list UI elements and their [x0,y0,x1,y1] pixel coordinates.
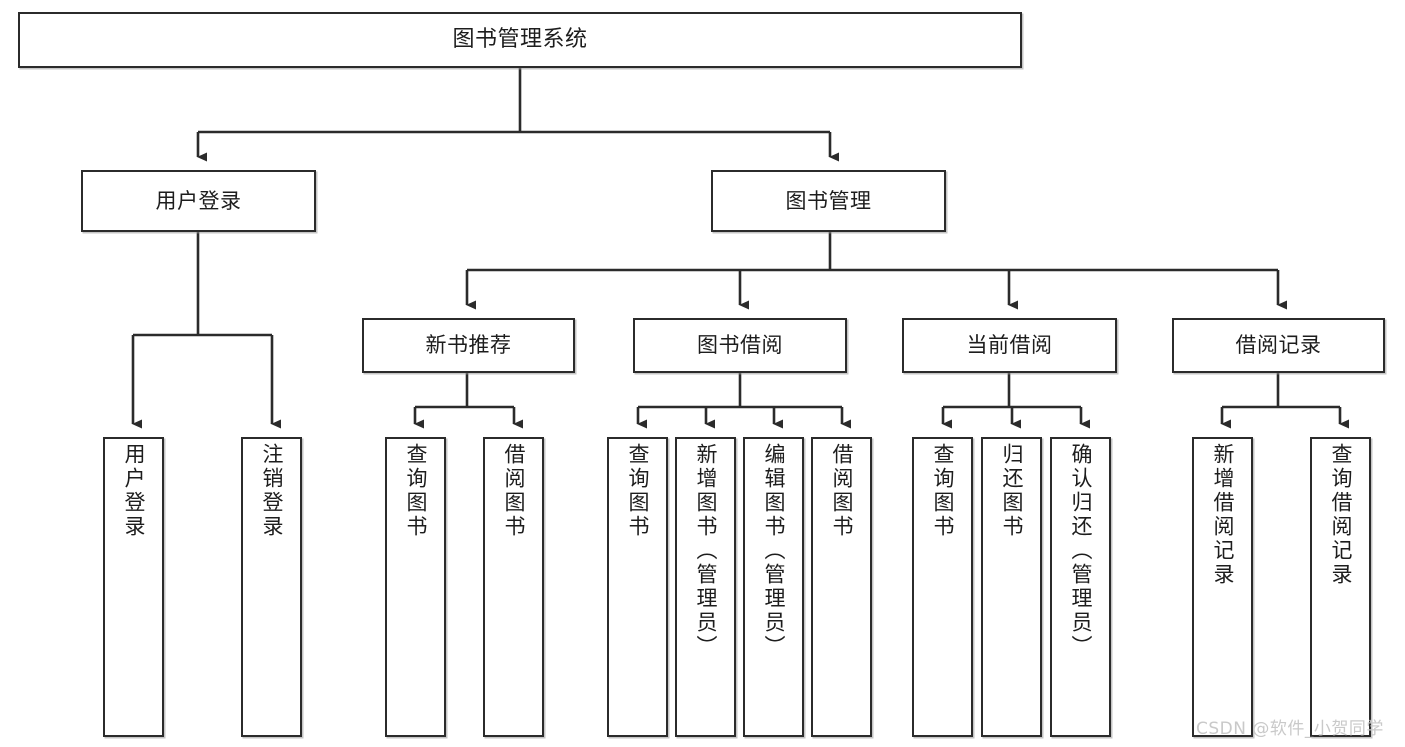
node-leaf-return-book-label: 归还图书 [1000,443,1024,539]
node-leaf-query-record[interactable]: 查询借阅记录 [1310,437,1371,737]
node-leaf-return-book[interactable]: 归还图书 [981,437,1042,737]
node-book-borrow-label: 图书借阅 [697,333,783,358]
node-leaf-user-login-label: 用户登录 [122,443,146,539]
node-user-login[interactable]: 用户登录 [81,170,316,232]
node-leaf-add-book[interactable]: 新增图书（管理员） [675,437,736,737]
node-leaf-edit-book[interactable]: 编辑图书（管理员） [743,437,804,737]
node-leaf-query-record-label: 查询借阅记录 [1329,443,1353,587]
node-user-login-label: 用户登录 [155,188,242,213]
node-book-borrow[interactable]: 图书借阅 [633,318,847,373]
node-leaf-borrow-book-2[interactable]: 借阅图书 [811,437,872,737]
node-leaf-add-book-label: 新增图书（管理员） [694,443,718,659]
node-borrow-record-label: 借阅记录 [1235,333,1322,358]
node-leaf-borrow-book-1-label: 借阅图书 [502,443,526,539]
csdn-watermark: CSDN @软件_小贺同学 [1196,719,1384,739]
node-new-book-rec-label: 新书推荐 [425,333,512,358]
node-new-book-rec[interactable]: 新书推荐 [362,318,575,373]
node-leaf-borrow-book-1[interactable]: 借阅图书 [483,437,544,737]
node-leaf-edit-book-label: 编辑图书（管理员） [762,443,786,659]
node-leaf-logout[interactable]: 注销登录 [241,437,302,737]
node-book-manage[interactable]: 图书管理 [711,170,946,232]
node-leaf-borrow-book-2-label: 借阅图书 [830,443,854,539]
node-borrow-record[interactable]: 借阅记录 [1172,318,1385,373]
node-current-borrow[interactable]: 当前借阅 [902,318,1117,373]
node-root-label: 图书管理系统 [452,27,588,53]
node-book-manage-label: 图书管理 [785,188,872,213]
node-root[interactable]: 图书管理系统 [18,12,1022,68]
node-leaf-add-record[interactable]: 新增借阅记录 [1192,437,1253,737]
node-leaf-confirm-return-label: 确认归还（管理员） [1069,443,1093,659]
node-leaf-query-book-2[interactable]: 查询图书 [607,437,668,737]
node-leaf-query-book-3[interactable]: 查询图书 [912,437,973,737]
node-leaf-query-book-1[interactable]: 查询图书 [385,437,446,737]
node-current-borrow-label: 当前借阅 [966,333,1053,358]
node-leaf-query-book-3-label: 查询图书 [931,443,955,539]
node-leaf-logout-label: 注销登录 [260,443,284,539]
node-leaf-confirm-return[interactable]: 确认归还（管理员） [1050,437,1111,737]
node-leaf-query-book-1-label: 查询图书 [404,443,428,539]
node-leaf-add-record-label: 新增借阅记录 [1211,443,1235,587]
node-leaf-query-book-2-label: 查询图书 [626,443,650,539]
node-leaf-user-login[interactable]: 用户登录 [103,437,164,737]
